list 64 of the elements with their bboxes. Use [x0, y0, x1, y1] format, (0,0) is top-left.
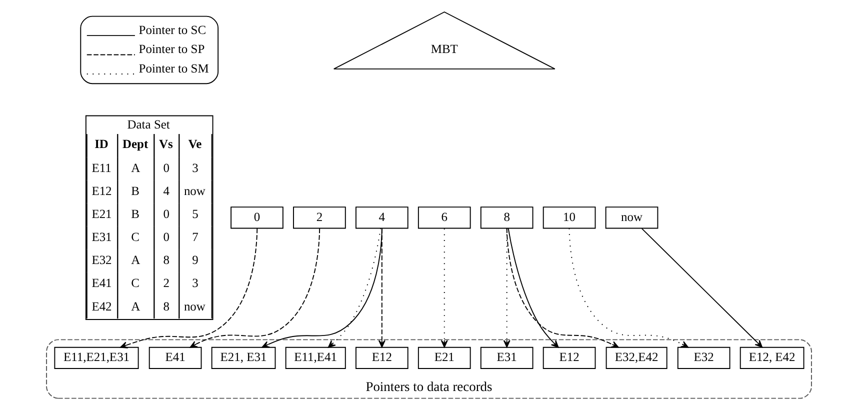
label: ID — [94, 136, 108, 151]
node-box: E21, E31 — [210, 346, 276, 369]
label: C — [130, 276, 139, 290]
label: E41 — [91, 276, 112, 290]
label: Vs — [158, 136, 172, 151]
label: A — [130, 299, 140, 314]
legend-label: Pointer to SP — [138, 42, 204, 56]
arrow — [119, 228, 258, 348]
arrow — [327, 228, 381, 348]
node-box: E11,E41 — [284, 346, 346, 369]
arrow — [506, 228, 618, 348]
label: 0 — [162, 207, 170, 222]
arrow — [378, 228, 385, 348]
label: 3 — [192, 276, 198, 290]
node-box: 0 — [230, 206, 283, 229]
node-box: E21 — [417, 346, 470, 369]
node-box: E31 — [480, 346, 533, 369]
node-box: now — [604, 206, 658, 229]
label: A — [130, 160, 140, 175]
node-box: E12, E42 — [739, 346, 804, 369]
node-box: E32,E42 — [605, 346, 667, 369]
node-box: E12 — [542, 346, 596, 369]
label: 0 — [162, 160, 170, 175]
label: Dept — [122, 136, 148, 151]
node-box: E12 — [354, 346, 408, 369]
label: Data Set — [126, 118, 170, 132]
arrow — [261, 228, 382, 348]
label: 8 — [162, 253, 170, 268]
node-box: 8 — [480, 206, 533, 229]
label: B — [130, 184, 139, 198]
label: now — [183, 299, 205, 314]
label: 5 — [192, 207, 198, 222]
label: now — [183, 184, 205, 198]
node-box: 2 — [292, 206, 346, 229]
arrow — [568, 228, 688, 348]
label: 2 — [162, 276, 170, 290]
label: E42 — [91, 299, 112, 314]
legend-label: Pointer to SC — [138, 23, 206, 38]
label: 8 — [162, 299, 170, 314]
node-box: E32 — [676, 346, 730, 369]
legend-label: Pointer to SM — [138, 61, 208, 76]
arrow — [189, 228, 320, 348]
node-box: 4 — [354, 206, 408, 229]
arrow — [507, 228, 558, 348]
label: 7 — [192, 230, 198, 244]
arrow — [640, 228, 762, 348]
label: E11 — [91, 160, 111, 175]
label: B — [130, 207, 139, 222]
label: 3 — [192, 160, 198, 175]
node-box: E41 — [148, 346, 202, 369]
node-box: 6 — [417, 206, 470, 229]
label: E32 — [91, 253, 112, 268]
label: E31 — [91, 230, 112, 244]
label: E21 — [91, 207, 112, 222]
arrow — [440, 228, 448, 348]
label: A — [130, 253, 140, 268]
label: Ve — [188, 136, 202, 151]
label: E12 — [91, 184, 112, 198]
label: 9 — [192, 253, 198, 268]
node-box: E11,E21,E31 — [54, 346, 138, 369]
label: C — [130, 230, 139, 244]
label: 0 — [162, 230, 170, 244]
node-box: 10 — [542, 206, 596, 229]
label: 4 — [162, 184, 170, 198]
